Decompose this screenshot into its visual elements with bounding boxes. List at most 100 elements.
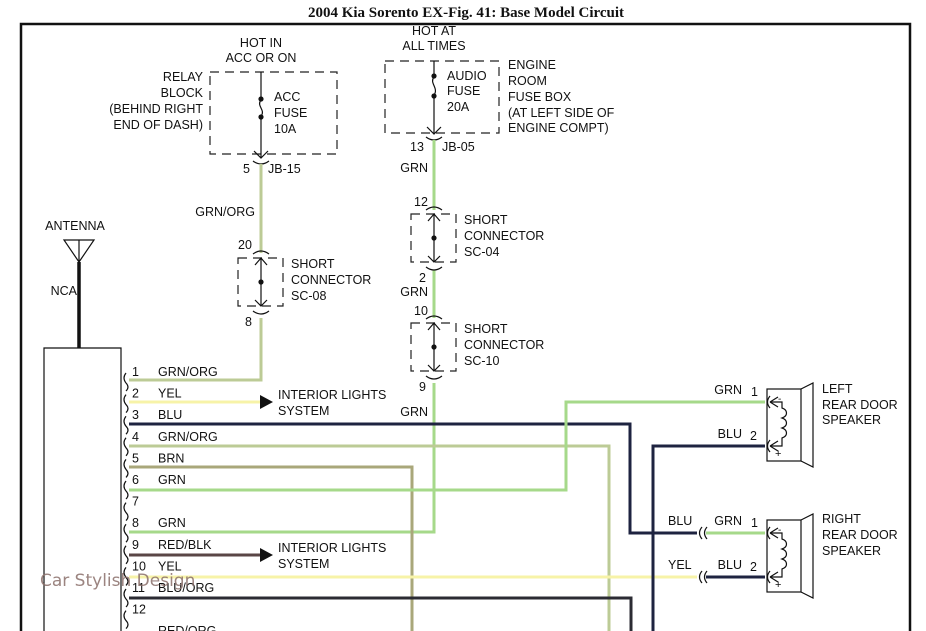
- radio-pin-number: 2: [132, 387, 139, 401]
- radio-pin-row: 2 YEL: [123, 387, 182, 414]
- interior-lights-2: INTERIOR LIGHTS SYSTEM: [260, 541, 386, 571]
- sc04-label-1: SHORT: [464, 213, 508, 227]
- radio-pin-row: RED/ORG: [158, 624, 216, 631]
- svg-text:-: -: [778, 394, 781, 405]
- audio-fuse-rating: 20A: [447, 100, 470, 114]
- right-speaker-label-1: RIGHT: [822, 512, 861, 526]
- pin-terminal-icon: [123, 415, 129, 435]
- diagram-frame: [19, 22, 912, 631]
- wire-left-speaker-blu: [651, 444, 765, 631]
- arrow-right-icon: [260, 395, 273, 409]
- antenna-label: ANTENNA: [45, 219, 105, 233]
- right-rear-speaker: BLU YEL GRN 1 BLU 2 - + RIGHT REAR DOOR …: [668, 512, 898, 599]
- pin-terminal-icon: [123, 437, 129, 457]
- radio-pin-row: 1 GRN/ORG: [123, 365, 218, 392]
- short-connector-sc04: 12 2 GRN SHORT CONNECTOR SC-04: [400, 195, 544, 299]
- audio-pin: 13: [410, 140, 424, 154]
- radio-pin-row: 12: [123, 603, 146, 630]
- speaker-cone-icon: [800, 382, 814, 468]
- antenna-icon: [62, 239, 96, 264]
- sc08-label-1: SHORT: [291, 257, 335, 271]
- audio-connector-arrow-icon: [426, 126, 442, 135]
- radio-outline: [43, 347, 122, 631]
- acc-fuse-rating: 10A: [274, 122, 297, 136]
- engine-box-label-3: FUSE BOX: [508, 90, 572, 104]
- radio-pin-wire-color: RED/ORG: [158, 624, 216, 631]
- antenna: ANTENNA NCA: [45, 219, 106, 348]
- radio-pin-row: 7: [123, 495, 139, 522]
- acc-pin: 5: [243, 162, 250, 176]
- wires: [129, 140, 765, 631]
- acc-wire-color-label: GRN/ORG: [195, 205, 255, 219]
- sc08-pin-top: 20: [238, 238, 252, 252]
- engine-box-label-4: (AT LEFT SIDE OF: [508, 106, 615, 120]
- audio-fuse-name-1: AUDIO: [447, 69, 487, 83]
- right-speaker-pin2-wire: BLU: [718, 558, 742, 572]
- inline-connector-icon: [698, 570, 708, 584]
- left-speaker-label-2: REAR DOOR: [822, 398, 898, 412]
- pin-terminal-icon: [123, 459, 129, 478]
- arrow-right-icon: [260, 548, 273, 562]
- sc10-label-2: CONNECTOR: [464, 338, 544, 352]
- audio-hot-label-2: ALL TIMES: [402, 39, 465, 53]
- speaker-coil-icon: [769, 527, 788, 583]
- interior-lights-2-line1: INTERIOR LIGHTS: [278, 541, 386, 555]
- audio-wire-color-label: GRN: [400, 161, 428, 175]
- left-speaker-pin1-wire: GRN: [714, 383, 742, 397]
- watermark: Car Stylish Design: [40, 571, 195, 591]
- pin-terminal-icon: [123, 394, 129, 414]
- radio-pin-wire-color: GRN/ORG: [158, 430, 218, 444]
- engine-box-label-2: ROOM: [508, 74, 547, 88]
- radio-pin-wire-color: YEL: [158, 387, 182, 401]
- wire-sc10-bus: [129, 383, 436, 534]
- sc10-pin-bottom: 9: [419, 380, 426, 394]
- radio-pin-wire-color: YEL: [158, 559, 182, 573]
- engine-box-label-5: ENGINE COMPT): [508, 121, 609, 135]
- wire-pin1-grn-org: [129, 318, 263, 382]
- radio-pin-number: 6: [132, 473, 139, 487]
- pin-terminal-icon: [123, 588, 129, 608]
- short-connector-sc08: 20 8 SHORT CONNECTOR SC-08: [237, 238, 371, 329]
- pin-terminal-icon: [123, 480, 129, 500]
- sc08-label-3: SC-08: [291, 289, 326, 303]
- antenna-wire-label: NCA: [51, 284, 78, 298]
- radio-pin-number: 4: [132, 430, 139, 444]
- right-speaker-label-3: SPEAKER: [822, 544, 881, 558]
- sc04-label-2: CONNECTOR: [464, 229, 544, 243]
- diagram-title: 2004 Kia Sorento EX-Fig. 41: Base Model …: [308, 5, 624, 21]
- pin-terminal-icon: [123, 545, 129, 565]
- pin-terminal-icon: [123, 567, 129, 586]
- short-connector-sc10: 10 9 GRN SHORT CONNECTOR SC-10: [400, 304, 544, 419]
- acc-hot-label-2: ACC OR ON: [226, 51, 297, 65]
- speaker-cone-icon: [800, 513, 814, 599]
- radio-pin-number: 3: [132, 408, 139, 422]
- pin-terminal-icon: [123, 523, 129, 543]
- radio-pin-row: 4 GRN/ORG: [123, 430, 218, 457]
- wire-pin11-blu-org: [129, 596, 633, 631]
- left-rear-speaker: GRN 1 BLU 2 - + LEFT REAR DOOR SPEAKER: [714, 382, 898, 468]
- right-speaker-pin1-wire: GRN: [714, 514, 742, 528]
- relay-block-outline: [209, 71, 338, 155]
- acc-fuse-icon: [258, 99, 264, 117]
- sc10-pin-top: 10: [414, 304, 428, 318]
- radio-pin-wire-color: GRN/ORG: [158, 365, 218, 379]
- engine-box-label-1: ENGINE: [508, 58, 556, 72]
- relay-block-label-3: (BEHIND RIGHT: [109, 102, 203, 116]
- radio-pin-number: 1: [132, 365, 139, 379]
- acc-fuse-name-2: FUSE: [274, 106, 307, 120]
- radio-pin-number: 11: [132, 581, 145, 595]
- left-speaker-pin2-wire: BLU: [718, 427, 742, 441]
- pin-terminal-icon: [123, 610, 129, 630]
- sc04-wire-below: GRN: [400, 285, 428, 299]
- left-speaker-label-3: SPEAKER: [822, 413, 881, 427]
- radio-pin-number: 5: [132, 451, 139, 465]
- pin-terminal-icon: [123, 372, 129, 392]
